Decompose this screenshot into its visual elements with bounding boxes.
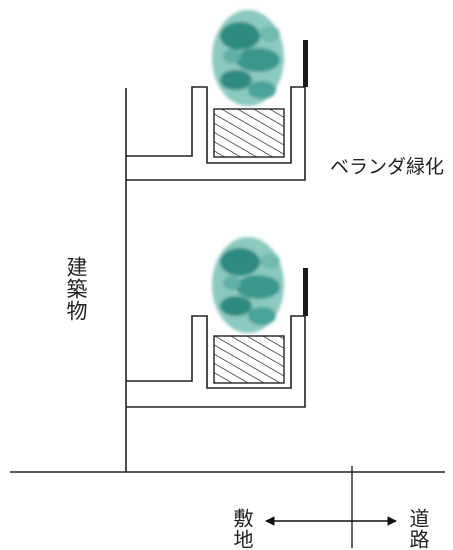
railing-icon [303, 268, 308, 316]
planter-soil-icon [213, 108, 285, 158]
veranda-greening-label: ベランダ緑化 [330, 156, 445, 178]
lower-veranda-outline [126, 315, 306, 408]
tree-foliage-icon [212, 237, 284, 333]
tree-foliage-icon [212, 10, 284, 106]
railing-icon [303, 40, 308, 87]
planter-soil-icon [213, 335, 285, 384]
building-label: 建築物 [64, 256, 88, 322]
road-label: 道路 [406, 508, 430, 550]
lower-veranda [126, 237, 308, 408]
site-label: 敷地 [230, 508, 254, 550]
upper-veranda-outline [126, 86, 306, 181]
upper-veranda [126, 10, 308, 181]
